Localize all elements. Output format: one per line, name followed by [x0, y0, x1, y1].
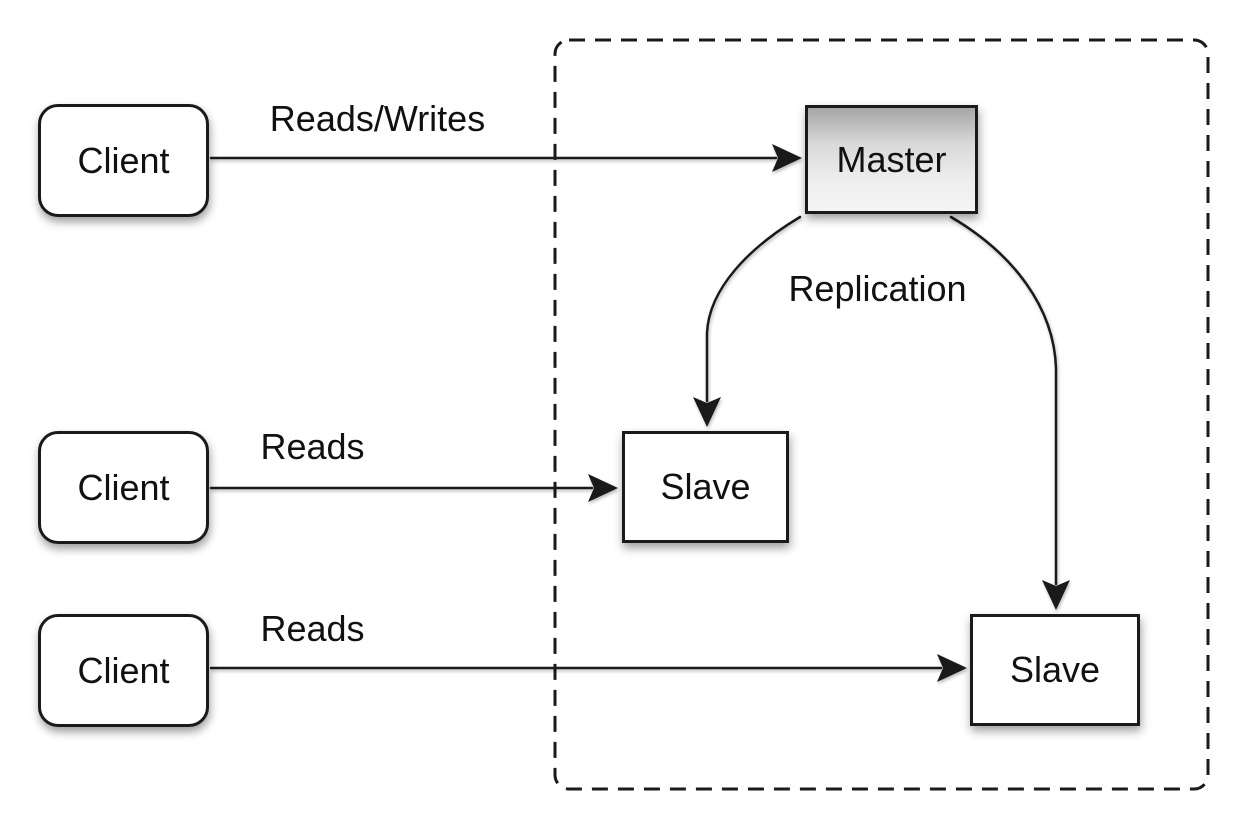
arrowhead-master-slave1 [693, 397, 721, 427]
slave-node-2-label: Slave [1009, 649, 1101, 690]
slave-node-1: Slave [622, 431, 789, 543]
arrowhead-client3-slave2 [937, 654, 967, 682]
client-node-3: Client [38, 614, 209, 727]
client-node-1-label: Client [77, 139, 170, 181]
slave-node-2: Slave [970, 614, 1140, 726]
edge-master-slave2 [949, 215, 1058, 586]
edge-label-replication: Replication [788, 268, 967, 309]
arrowhead-client1-master [772, 144, 802, 172]
master-node-label: Master [836, 138, 947, 180]
client-node-2: Client [38, 431, 209, 544]
client-node-3-label: Client [77, 649, 170, 691]
edge-label-reads-writes: Reads/Writes [269, 98, 486, 139]
edge-master-slave1 [705, 215, 802, 403]
client-node-1: Client [38, 104, 209, 217]
master-node: Master [805, 105, 978, 214]
client-node-2-label: Client [77, 466, 170, 508]
replication-cluster-boundary [553, 38, 1210, 791]
arrowhead-master-slave2 [1042, 580, 1070, 610]
edge-label-reads-2: Reads [260, 608, 365, 649]
arrowhead-client2-slave1 [588, 474, 618, 502]
edge-label-reads-1: Reads [260, 426, 365, 467]
slave-node-1-label: Slave [660, 466, 751, 507]
